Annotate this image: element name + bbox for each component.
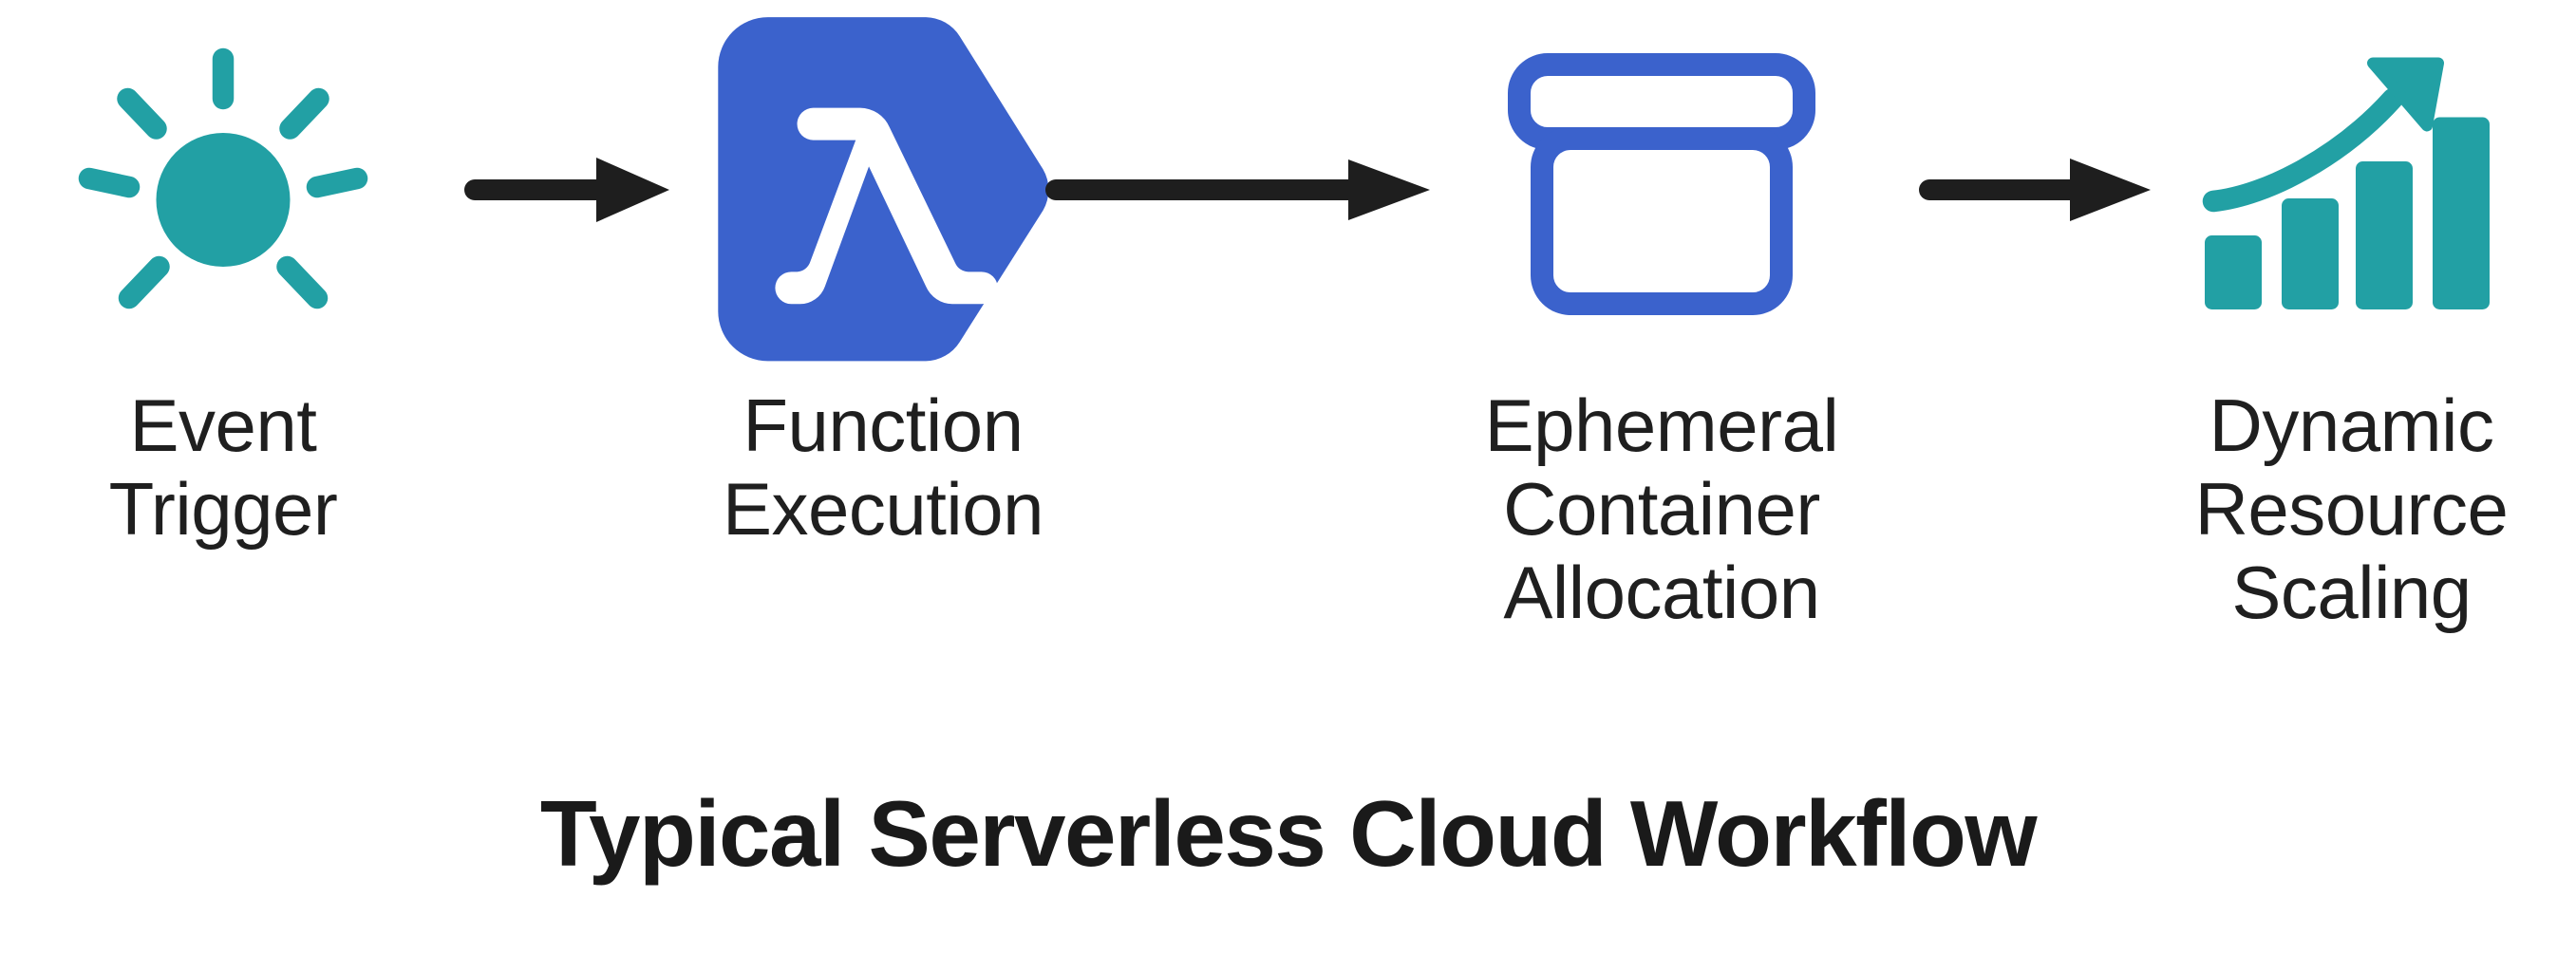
stage-icon-wrapper <box>2127 0 2576 380</box>
arrow-right-icon <box>1045 159 1430 220</box>
stage-ephemeral-container-allocation: Ephemeral Container Allocation <box>1367 0 1956 750</box>
stage-label-function-execution: Function Execution <box>722 383 1044 552</box>
stage-label-ephemeral-container-allocation: Ephemeral Container Allocation <box>1484 383 1839 635</box>
sun-icon <box>78 47 368 309</box>
arrow-container-to-scaling <box>1918 142 2165 237</box>
arrow-right-icon <box>464 158 669 222</box>
container-box-icon <box>1508 53 1815 315</box>
stage-event-trigger: Event Trigger <box>0 0 446 750</box>
growth-bar-chart-icon <box>2202 57 2490 309</box>
arrow-event-to-function <box>464 142 684 237</box>
stage-function-execution: Function Execution <box>589 0 1177 750</box>
stage-label-event-trigger: Event Trigger <box>108 383 338 552</box>
lambda-icon <box>717 17 1048 362</box>
stage-icon-wrapper <box>589 0 1177 380</box>
stage-dynamic-resource-scaling: Dynamic Resource Scaling <box>2127 0 2576 750</box>
arrow-function-to-container <box>1044 142 1443 237</box>
diagram-caption: Typical Serverless Cloud Workflow <box>539 781 2038 886</box>
stage-icon-wrapper <box>1367 0 1956 380</box>
stage-icon-wrapper <box>0 0 446 380</box>
stage-label-dynamic-resource-scaling: Dynamic Resource Scaling <box>2194 383 2509 635</box>
arrow-right-icon <box>1919 159 2151 221</box>
